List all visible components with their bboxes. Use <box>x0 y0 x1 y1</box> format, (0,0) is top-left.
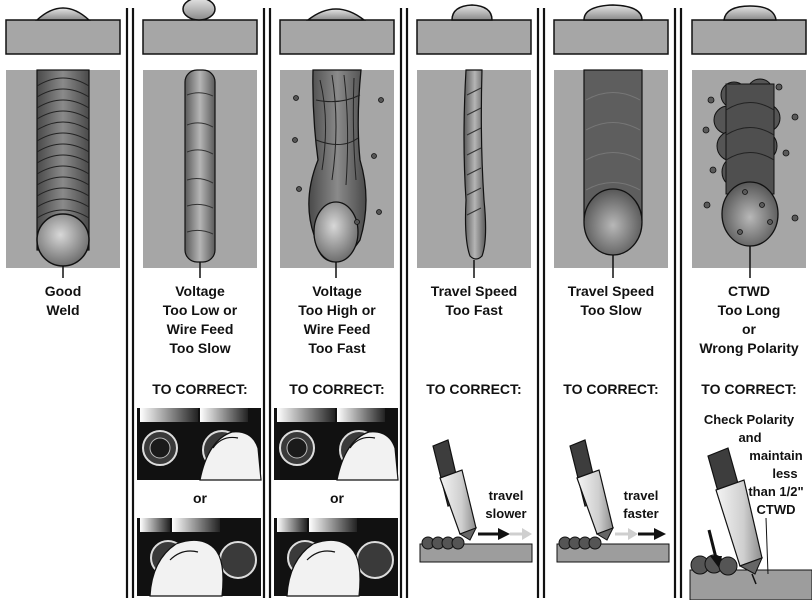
cross-section-high-voltage <box>279 8 395 55</box>
to-correct-ctwd: TO CORRECT: <box>701 381 796 397</box>
cross-sections <box>5 0 807 55</box>
title-good-l2: Weld <box>46 302 79 318</box>
column-titles: Good Weld Voltage Too Low or Wire Feed T… <box>45 283 799 356</box>
gun-fast-travel: travel slower <box>419 439 533 563</box>
ctwd-illustration: Check Polarity and maintain less than 1/… <box>689 412 812 600</box>
bead-ripple <box>36 143 90 153</box>
title-ctwd-l3: or <box>742 321 757 337</box>
title-slow-l2: Too Slow <box>580 302 641 318</box>
or-low: or <box>193 490 208 506</box>
bead-high-voltage <box>292 69 384 278</box>
title-high-l2: Too High or <box>298 302 376 318</box>
bead-ripple <box>36 132 90 142</box>
knob-panel-high-bottom <box>274 518 398 597</box>
to-correct-slow: TO CORRECT: <box>563 381 658 397</box>
knob-panel-low-bottom <box>137 518 261 597</box>
bead-slow-travel <box>583 69 643 278</box>
bead-ctwd <box>702 78 799 278</box>
title-fast-l2: Too Fast <box>445 302 503 318</box>
or-high: or <box>330 490 345 506</box>
bead-ripple <box>36 154 90 164</box>
bead-ripple <box>36 77 90 87</box>
title-low-l4: Too Slow <box>169 340 230 356</box>
fix-ctwd-l6: CTWD <box>757 502 796 517</box>
fix-fast-l1: travel <box>489 488 524 503</box>
arrow-slower-black <box>478 528 510 540</box>
bead-ripple <box>36 110 90 120</box>
title-low-l2: Too Low or <box>163 302 238 318</box>
title-high-l1: Voltage <box>312 283 362 299</box>
cross-section-ctwd <box>691 5 807 55</box>
cross-section-good <box>5 7 121 55</box>
cross-section-low-voltage <box>142 0 258 55</box>
title-fast-l1: Travel Speed <box>431 283 517 299</box>
knob-illustrations: or or <box>137 408 399 597</box>
title-low-l1: Voltage <box>175 283 225 299</box>
fix-slow-l1: travel <box>624 488 659 503</box>
travel-illustrations: travel slower travel faster <box>419 439 670 563</box>
bead-ripple <box>36 121 90 131</box>
knob-panel-high-top <box>274 408 399 481</box>
title-ctwd-l4: Wrong Polarity <box>699 340 799 356</box>
to-correct-fast: TO CORRECT: <box>426 381 521 397</box>
fix-ctwd-l2: and <box>738 430 761 445</box>
bead-fast-travel <box>463 69 487 278</box>
title-ctwd-l2: Too Long <box>718 302 781 318</box>
bead-ripple <box>36 209 90 219</box>
fix-ctwd-l5: than 1/2" <box>748 484 803 499</box>
bead-ripple <box>36 165 90 175</box>
title-ctwd-l1: CTWD <box>728 283 770 299</box>
title-high-l3: Wire Feed <box>304 321 371 337</box>
knob-panel-low-top <box>137 408 262 481</box>
to-correct-low: TO CORRECT: <box>152 381 247 397</box>
arrow-ctwd-down <box>707 529 722 568</box>
fix-slow-l2: faster <box>623 506 658 521</box>
to-correct-labels: TO CORRECT: TO CORRECT: TO CORRECT: TO C… <box>152 381 796 397</box>
arrow-slower-gray <box>510 528 532 540</box>
title-slow-l1: Travel Speed <box>568 283 654 299</box>
fix-ctwd-l3: maintain <box>749 448 803 463</box>
bead-ripple <box>36 88 90 98</box>
to-correct-high: TO CORRECT: <box>289 381 384 397</box>
title-low-l3: Wire Feed <box>167 321 234 337</box>
arrow-faster-gray <box>615 528 638 540</box>
arrow-faster-black <box>638 528 666 540</box>
bead-good <box>36 69 90 278</box>
fix-ctwd-l4: less <box>772 466 797 481</box>
column-dividers <box>125 8 683 598</box>
fix-ctwd-l1: Check Polarity <box>704 412 795 427</box>
bead-ripple <box>36 187 90 197</box>
fix-fast-l2: slower <box>485 506 526 521</box>
cross-section-slow-travel <box>553 4 669 55</box>
cross-section-fast-travel <box>416 4 532 55</box>
bead-low-voltage <box>184 69 216 278</box>
bead-ripple <box>36 176 90 186</box>
bead-ripple <box>36 99 90 109</box>
title-high-l4: Too Fast <box>308 340 366 356</box>
title-good-l1: Good <box>45 283 82 299</box>
gun-slow-travel: travel faster <box>556 439 670 563</box>
top-view-panels <box>6 69 806 278</box>
bead-ripple <box>36 198 90 208</box>
